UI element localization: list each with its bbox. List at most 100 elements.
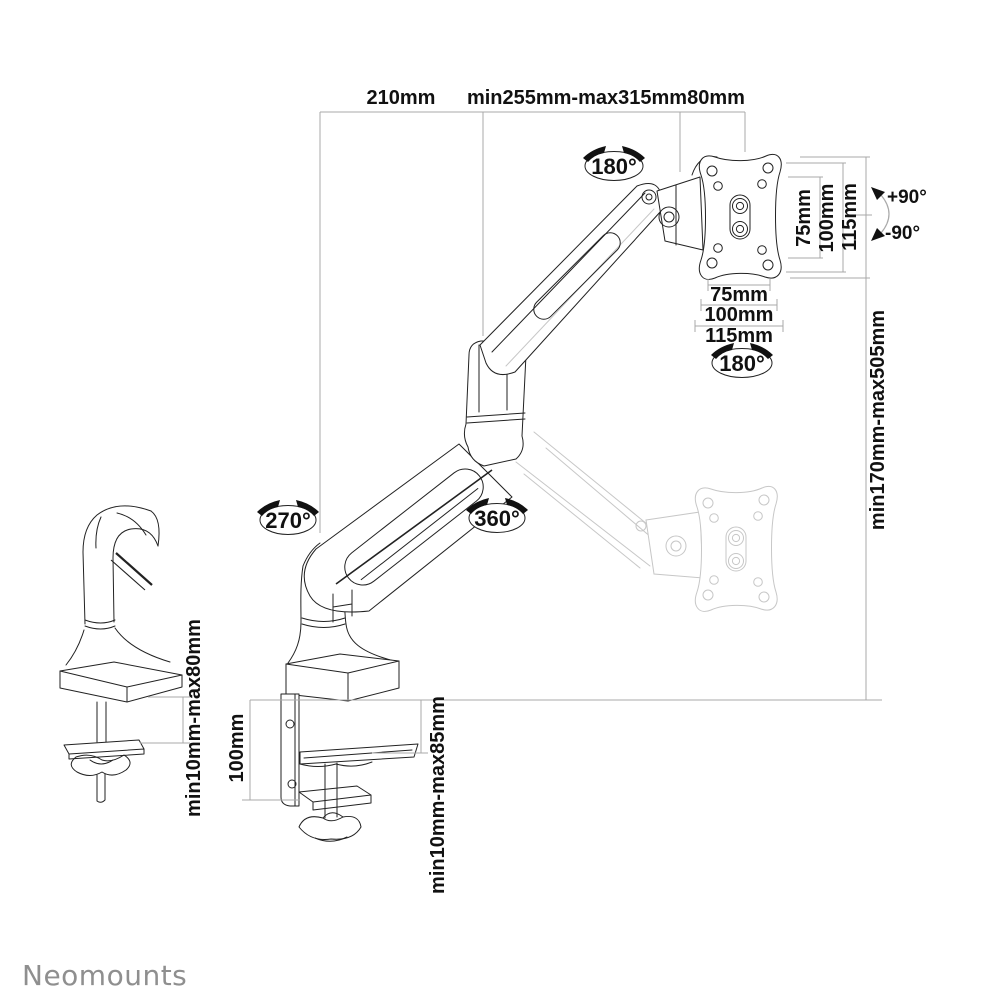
grommet-collar — [84, 619, 116, 630]
ghost-pivot — [635, 520, 647, 532]
head-knob — [663, 211, 675, 223]
head-bracket — [656, 176, 704, 251]
grommet-base-edge — [59, 670, 183, 703]
ghost-arm-edge — [545, 447, 653, 539]
clamp-pad — [299, 743, 419, 765]
pole-collar — [301, 617, 346, 622]
tilt-down-label: -90° — [885, 223, 920, 244]
clamp-hole — [285, 719, 295, 729]
grommet-flange — [63, 739, 145, 760]
height-range-label: min170mm-max505mm — [867, 310, 889, 530]
clamp-thickness-label: min10mm-max85mm — [427, 696, 449, 894]
grommet-pole-outer — [82, 505, 152, 625]
clamp-wing-knob — [298, 812, 362, 840]
vesa-side-100mm-label: 100mm — [816, 184, 838, 253]
lower-arm-slot-line — [360, 488, 479, 581]
vesa-bottom-75mm-label: 75mm — [710, 284, 768, 306]
upper-arm-edge — [491, 192, 646, 353]
grommet-wing-nut-line — [89, 759, 114, 765]
grommet-rod-tip — [96, 773, 106, 803]
badge-ellipse — [584, 151, 644, 181]
ghost-lowered-arm — [515, 431, 778, 612]
vesa-side-75mm-label: 75mm — [793, 189, 815, 247]
pole-neck — [302, 542, 321, 567]
brand-logo: Neomounts — [22, 959, 187, 992]
grommet-pole-cap — [150, 510, 160, 547]
grommet-pole-accent — [110, 559, 146, 591]
ghost-knob — [670, 540, 682, 552]
clamp-back-plate — [280, 693, 300, 807]
clamp-screw — [324, 762, 338, 819]
vesa-rotate-label: 180° — [719, 351, 765, 376]
desk-clamp-base — [280, 542, 419, 842]
ghost-vesa-plate — [694, 485, 778, 612]
head-knob — [658, 206, 680, 228]
grommet-base-top — [59, 661, 183, 688]
ghost-head-bracket — [645, 511, 704, 579]
arm-rotate-label: 360° — [474, 506, 520, 531]
rotation-badge-base-swivel: 270° — [257, 500, 319, 535]
vesa-side-115mm-label: 115mm — [839, 183, 861, 251]
dim-80mm-label: 80mm — [687, 87, 745, 109]
ghost-arm-edge — [523, 473, 641, 569]
vesa-bottom-115mm-label: 115mm — [705, 325, 773, 347]
dim-tick — [694, 279, 784, 332]
rotation-badge-head-swivel: 180° — [583, 146, 645, 181]
base-pole — [287, 565, 304, 664]
tilt-arrow-up-icon — [871, 187, 885, 200]
tilt-up-label: +90° — [887, 187, 927, 208]
upper-arm-body — [479, 183, 663, 375]
grommet-rod — [96, 701, 107, 743]
clamp-pad-line — [303, 749, 413, 759]
vesa-plate — [698, 153, 782, 280]
dim-tick — [786, 156, 870, 279]
clamp-pad-scallop — [299, 761, 373, 767]
badge-ellipse — [259, 505, 317, 535]
clamp-bottom-flange — [298, 785, 372, 811]
clamp-wing-knob-line — [314, 816, 348, 842]
lower-arm-slot — [344, 468, 484, 586]
grommet-mount-view — [59, 505, 183, 803]
vesa-bottom-100mm-label: 100mm — [705, 304, 774, 326]
lower-arm-slot-edge — [335, 469, 493, 585]
upper-arm-tip-pivot — [645, 193, 653, 201]
monitor-head — [656, 153, 782, 280]
dimension-labels: 210mm min255mm-max315mm 80mm 75mm 100mm … — [183, 87, 889, 894]
grommet-wing-nut — [70, 754, 131, 776]
grommet-flare — [65, 627, 171, 666]
tilt-arc — [880, 194, 890, 234]
rotation-badges: 180° 180° 270° 360° — [257, 146, 773, 535]
head-swivel-label: 180° — [591, 154, 637, 179]
ghost-arm-edge — [515, 461, 651, 567]
dimension-lines — [140, 111, 882, 801]
rotation-badge-vesa-rotate: 180° — [711, 343, 773, 378]
tilt-arrow-down-icon — [871, 228, 885, 241]
badge-ellipse — [711, 348, 773, 378]
ghost-knob — [665, 535, 687, 557]
elbow-split-line — [466, 412, 526, 424]
ghost-arm-edge — [533, 431, 648, 525]
upper-arm — [479, 183, 663, 375]
grommet-pole-line — [95, 512, 147, 549]
base-edge — [347, 660, 400, 702]
tilt-indicator: +90° -90° — [871, 187, 927, 244]
grommet-pole-accent — [115, 552, 153, 586]
grommet-thickness-label: min10mm-max80mm — [183, 619, 205, 817]
dim-tick — [140, 696, 190, 744]
dim-255-315mm-label: min255mm-max315mm — [467, 87, 687, 109]
pole-collar — [301, 623, 346, 628]
upper-arm-tip-pivot — [641, 189, 657, 205]
base-swivel-label: 270° — [265, 508, 311, 533]
badge-ellipse — [468, 503, 526, 533]
base-top-face — [285, 653, 400, 674]
upper-arm-slot — [533, 232, 621, 320]
grommet-pole-inner — [112, 528, 159, 623]
base-edge — [285, 663, 349, 702]
clamp-height-label: 100mm — [226, 714, 248, 783]
rotation-badge-arm-rotate: 360° — [466, 498, 528, 533]
clamp-hole — [287, 779, 297, 789]
dim-210mm-label: 210mm — [367, 87, 436, 109]
lower-arm-latch — [332, 589, 353, 623]
